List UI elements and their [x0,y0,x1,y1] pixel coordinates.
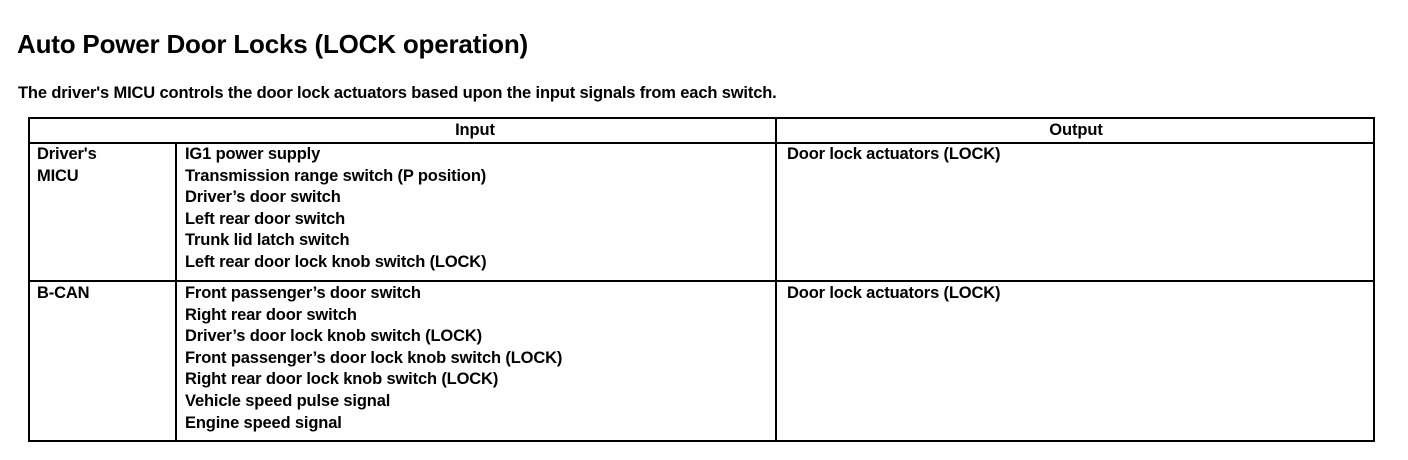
list-item: Engine speed signal [185,413,342,432]
output-list-row-2: Door lock actuators (LOCK) [787,283,1001,305]
table-row: Driver's MICU [37,144,97,187]
column-header-output: Output [1049,121,1103,139]
input-output-column-rule [775,119,777,440]
list-item: Door lock actuators (LOCK) [787,145,1001,163]
output-items-row-2: Door lock actuators (LOCK) [787,283,1001,305]
input-items-row-2: Front passenger’s door switch Right rear… [185,283,562,434]
table-row: B-CAN [37,283,90,305]
page-title: Auto Power Door Locks (LOCK operation) [17,29,528,60]
output-items-row-1: Door lock actuators (LOCK) [787,144,1001,166]
input-list-row-2: Front passenger’s door switch Right rear… [185,283,562,434]
auto-power-door-locks-table: Input Output Driver's MICU IG1 power sup… [28,117,1375,442]
list-item: Vehicle speed pulse signal [185,391,391,410]
list-item: Driver’s door switch [185,188,341,207]
column-header-input: Input [455,121,495,139]
module-name-list-row-1: Driver's MICU [37,144,97,187]
page-subtitle: The driver's MICU controls the door lock… [18,83,777,102]
module-column-rule [175,142,177,440]
output-list-row-1: Door lock actuators (LOCK) [787,144,1001,166]
list-item: IG1 power supply [185,145,321,163]
list-item: Right rear door switch [185,305,357,324]
row-divider-rule [30,280,1373,282]
header-divider-rule [30,142,1373,144]
list-item: Right rear door lock knob switch (LOCK) [185,370,499,389]
module-name-line: B-CAN [37,284,90,302]
module-name-line: Driver's [37,145,97,163]
module-name-list-row-2: B-CAN [37,283,90,305]
list-item: Driver’s door lock knob switch (LOCK) [185,327,482,346]
list-item: Trunk lid latch switch [185,231,350,250]
list-item: Front passenger’s door lock knob switch … [185,348,563,367]
input-items-row-1: IG1 power supply Transmission range swit… [185,144,487,274]
module-name-line: MICU [37,166,79,185]
list-item: Left rear door lock knob switch (LOCK) [185,252,487,271]
list-item: Left rear door switch [185,209,346,228]
list-item: Transmission range switch (P position) [185,166,487,185]
input-list-row-1: IG1 power supply Transmission range swit… [185,144,487,274]
list-item: Door lock actuators (LOCK) [787,284,1001,302]
list-item: Front passenger’s door switch [185,284,421,302]
